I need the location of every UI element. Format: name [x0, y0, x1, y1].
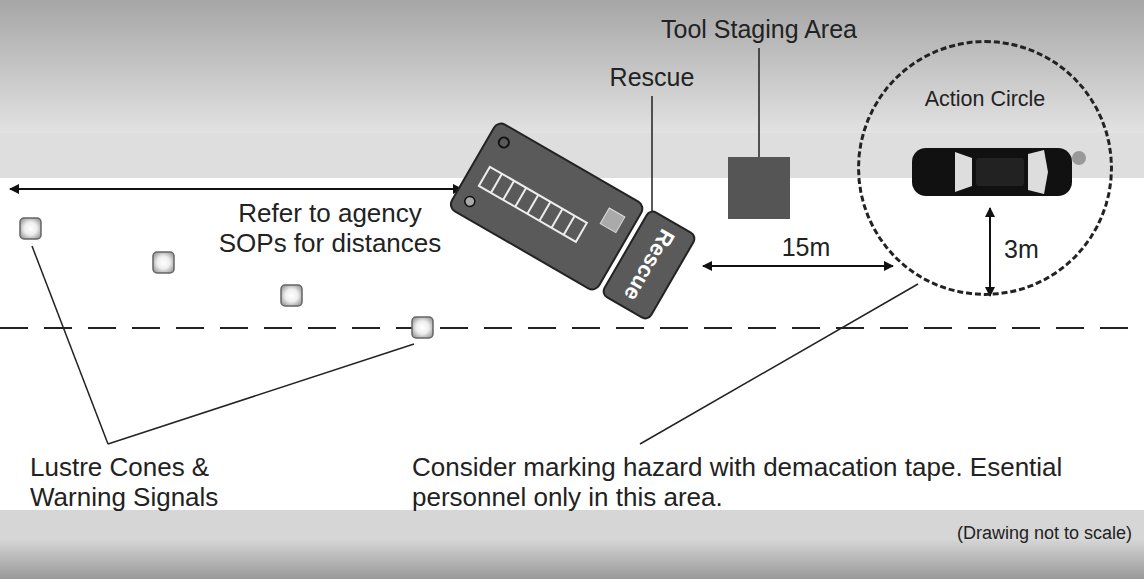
- leader-line: [640, 284, 918, 444]
- vehicle-label: Rescue: [610, 62, 695, 92]
- tool-staging-square: [728, 157, 790, 219]
- cone: [20, 218, 41, 239]
- leader-line: [108, 344, 414, 444]
- leader-line: [651, 96, 653, 226]
- action-circle: Action Circle: [857, 40, 1113, 296]
- leader-line: [32, 246, 108, 444]
- dimension-label: 15m: [782, 232, 831, 262]
- bottom-band: [0, 540, 1144, 579]
- distance-note: Refer to agency SOPs for distances: [210, 198, 450, 258]
- scale-note: (Drawing not to scale): [957, 518, 1132, 548]
- truck-cab: Rescue: [600, 208, 698, 323]
- top-band: [0, 0, 1144, 133]
- area-label: Tool Staging Area: [661, 14, 857, 44]
- cone-note: Lustre Cones & Warning Signals: [30, 452, 260, 512]
- cone: [412, 317, 433, 338]
- cone: [153, 252, 174, 273]
- node-text: Rescue: [620, 226, 678, 305]
- hazard-note: Consider marking hazard with demacation …: [412, 452, 1102, 512]
- dimension-arrow: [989, 208, 991, 296]
- cone: [281, 285, 302, 306]
- dimension-label: 3m: [1004, 234, 1039, 264]
- car: [912, 148, 1086, 196]
- dimension-arrow: [703, 265, 893, 267]
- leader-line: [758, 48, 760, 157]
- centre-line: [0, 327, 1144, 329]
- node-text: Action Circle: [860, 87, 1110, 113]
- distance-arrow: [10, 188, 462, 190]
